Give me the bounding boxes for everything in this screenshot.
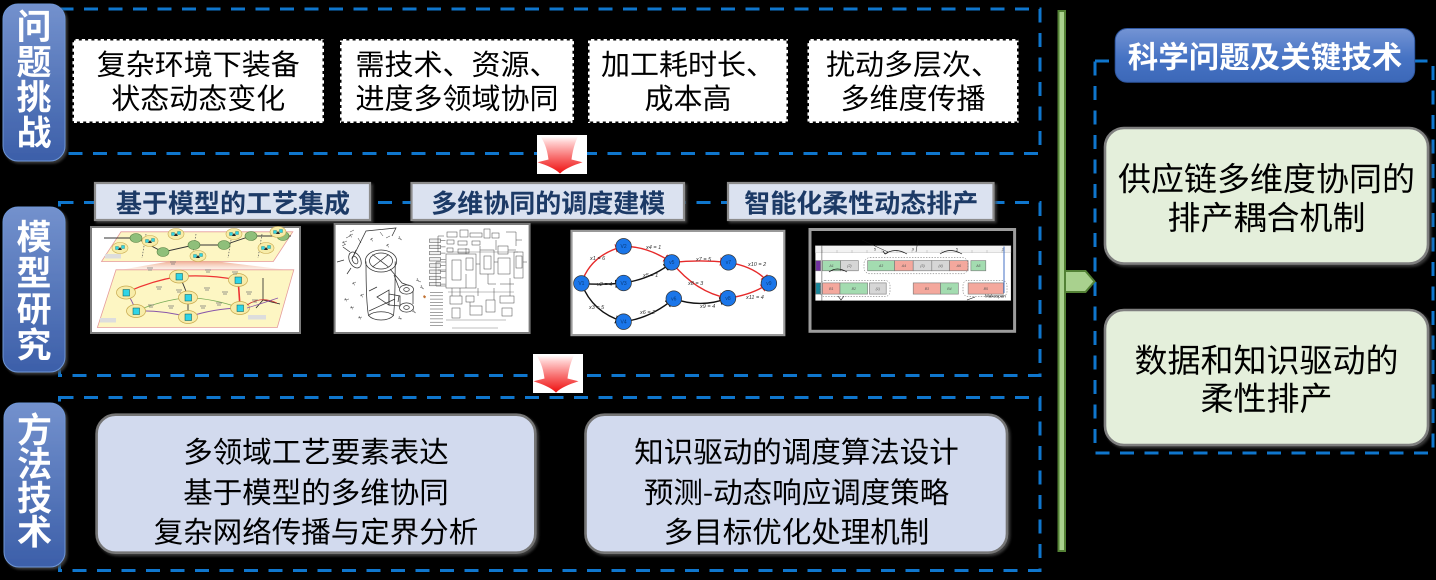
svg-text:V3: V3 [621,281,627,287]
svg-text:v8: v8 [725,296,731,302]
svg-text:Makespan: Makespan [985,294,1006,299]
svg-text:x5 = 1: x5 = 1 [642,273,658,279]
svg-text:x6 = 2: x6 = 2 [639,310,655,316]
svg-text:v5: v5 [669,260,675,266]
svg-text:V4: V4 [621,320,627,326]
svg-text:v7: v7 [726,260,732,266]
svg-text:v9: v9 [766,281,772,287]
svg-text:B2: B2 [852,287,856,291]
svg-text:A3: A3 [878,264,883,268]
svg-text:x4 = 1: x4 = 1 [645,245,661,251]
svg-text:B4: B4 [947,287,951,291]
svg-text:x8 = 3: x8 = 3 [687,281,704,287]
svg-text:V2: V2 [621,244,627,250]
svg-text:9: 9 [912,247,915,252]
svg-text:(2): (2) [847,264,851,268]
svg-text:5: 5 [956,247,959,252]
svg-text:(4): (4) [939,264,943,268]
svg-text:x2 = 4: x2 = 4 [596,282,612,288]
svg-text:A1: A1 [828,264,833,268]
svg-text:2: 2 [1002,247,1005,252]
svg-text:x11 = 4: x11 = 4 [745,295,764,301]
svg-text:A6: A6 [956,264,961,268]
svg-text:V1: V1 [578,281,584,287]
svg-text:x1 = 6: x1 = 6 [589,256,606,262]
svg-text:B3: B3 [925,287,929,291]
svg-text:B5: B5 [984,287,988,291]
svg-text:5: 5 [874,247,877,252]
svg-text:A5: A5 [975,264,980,268]
svg-text:B1: B1 [829,287,833,291]
svg-text:v6: v6 [671,297,677,303]
svg-text:(1): (1) [876,287,880,291]
svg-text:(3): (3) [920,264,924,268]
svg-text:x10 = 2: x10 = 2 [747,262,766,268]
svg-text:x7 = 5: x7 = 5 [695,257,712,263]
svg-text:x3 = 5: x3 = 5 [588,305,605,311]
svg-text:A4: A4 [901,264,906,268]
svg-text:x9 = 4: x9 = 4 [699,304,715,310]
